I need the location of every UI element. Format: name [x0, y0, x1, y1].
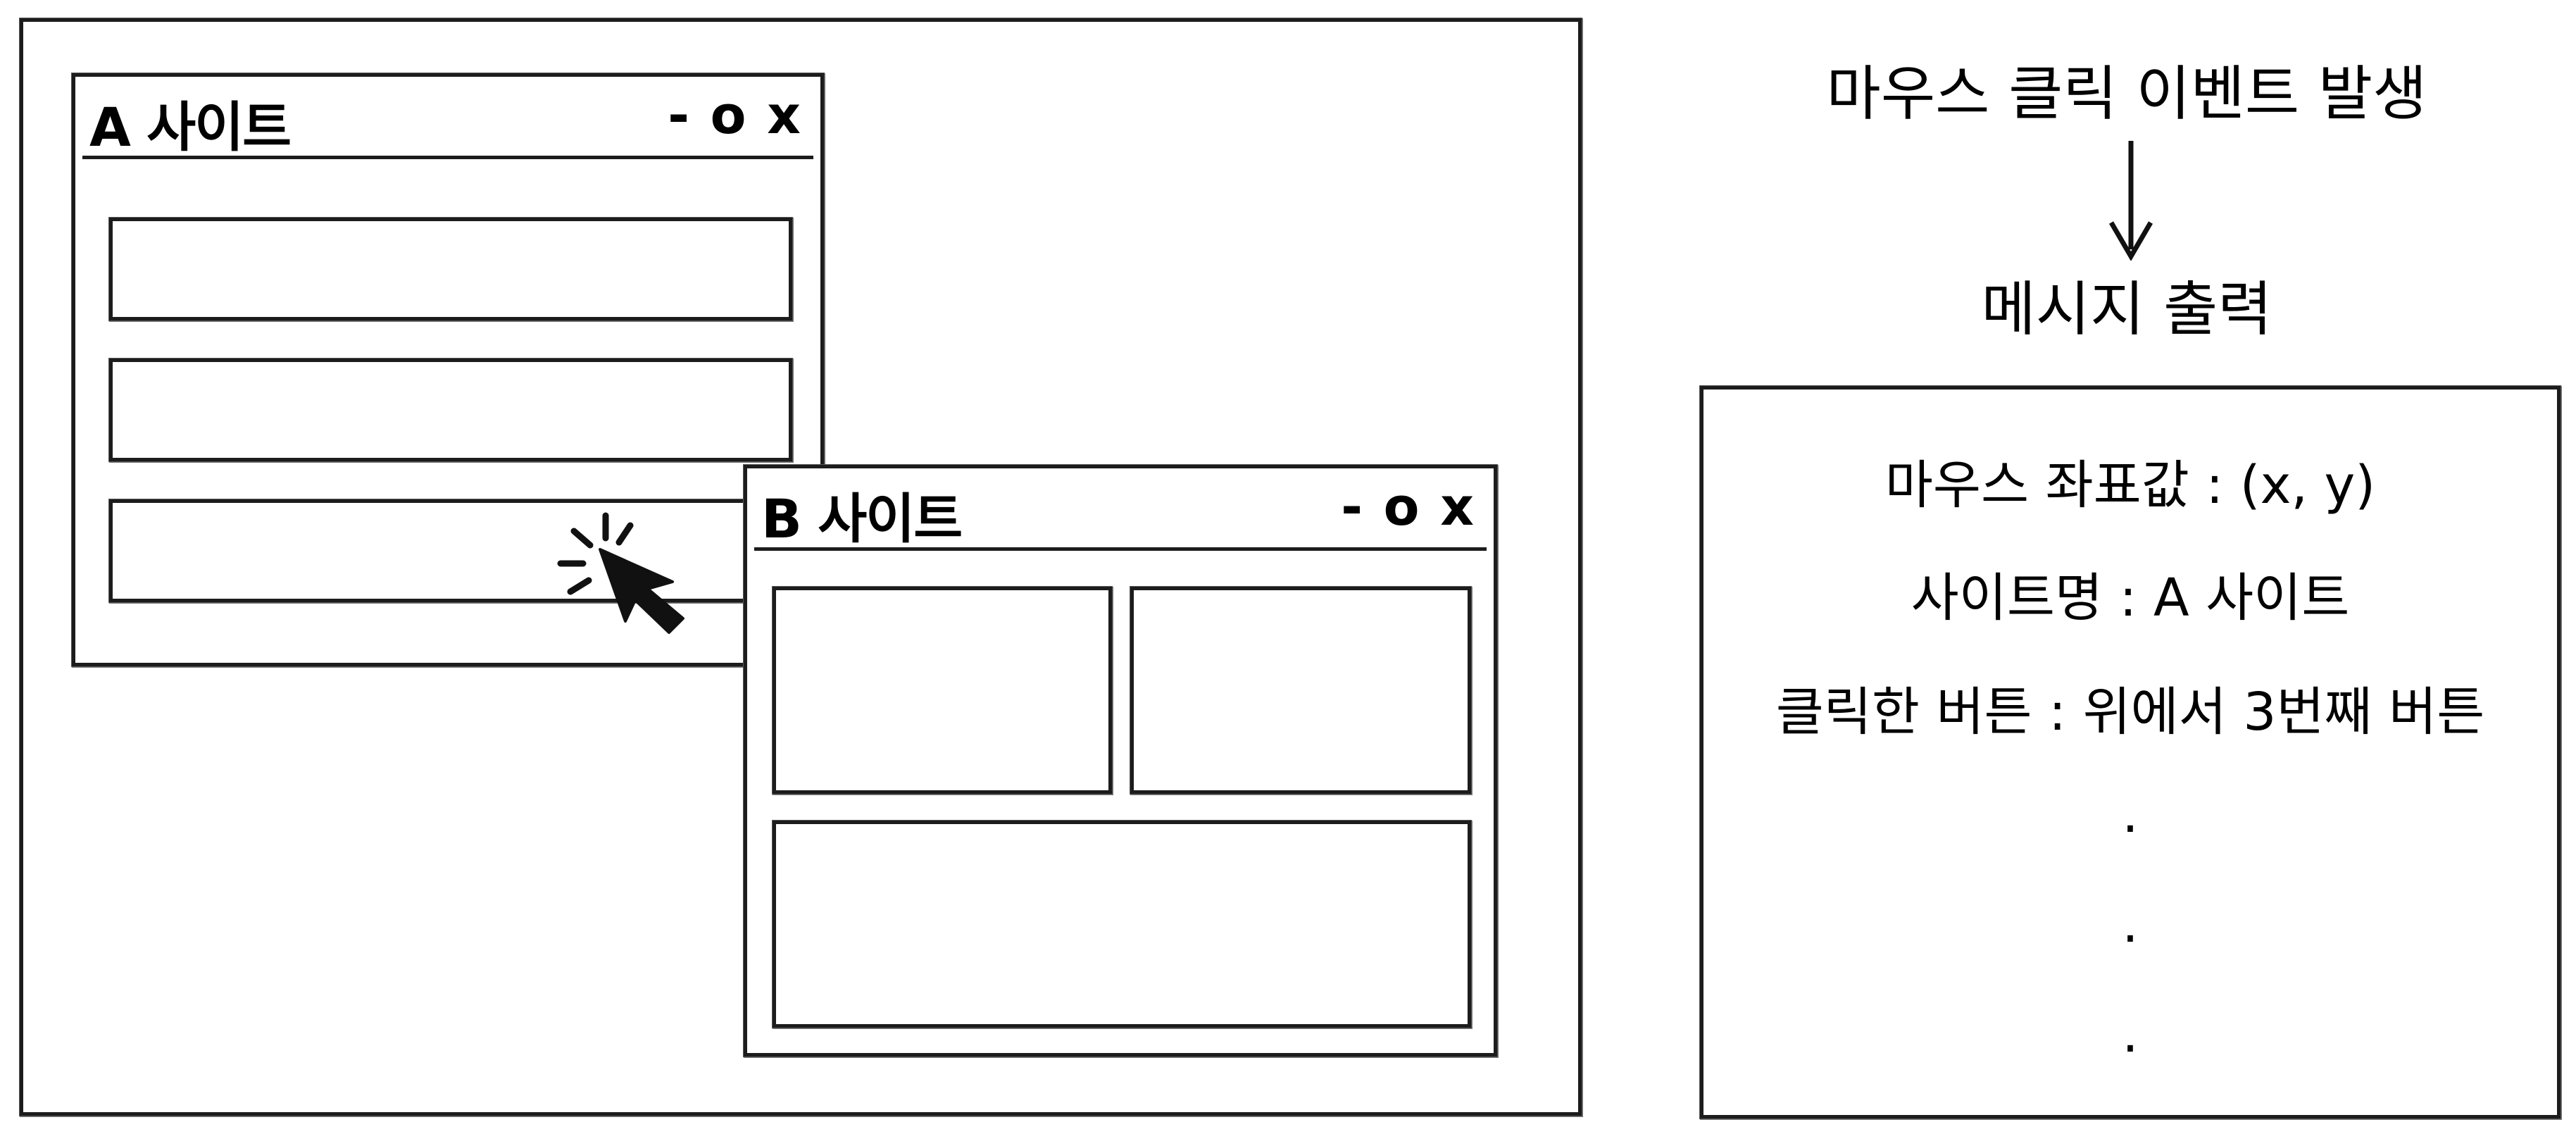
window-a-button-2[interactable] [109, 359, 792, 461]
window-b-panel-3[interactable] [773, 821, 1471, 1028]
window-b-title: B 사이트 [761, 487, 963, 550]
output-ellipsis-1: . [2122, 784, 2139, 845]
window-b-controls[interactable]: - o x [1341, 477, 1475, 537]
window-b-titlebar[interactable]: B 사이트 - o x [754, 468, 1487, 551]
output-line-coordinates: 마우스 좌표값 : (x, y) [1884, 455, 2376, 516]
window-a-titlebar[interactable]: A 사이트 - o x [82, 77, 813, 159]
window-b[interactable]: B 사이트 - o x [744, 465, 1497, 1057]
result-label: 메시지 출력 [1981, 275, 2272, 344]
window-b-panel-2[interactable] [1130, 587, 1471, 794]
output-line-site-name: 사이트명 : A 사이트 [1911, 568, 2350, 628]
window-b-panel-1[interactable] [773, 587, 1112, 794]
down-arrow-icon [2108, 141, 2153, 261]
output-ellipsis-3: . [2122, 1004, 2139, 1064]
output-ellipsis-2: . [2122, 894, 2139, 954]
window-a[interactable]: A 사이트 - o x [72, 73, 824, 666]
window-a-title: A 사이트 [89, 96, 292, 158]
message-output-box: 마우스 좌표값 : (x, y) 사이트명 : A 사이트 클릭한 버튼 : 위… [1700, 386, 2561, 1119]
event-label: 마우스 클릭 이벤트 발생 [1826, 59, 2427, 128]
window-a-button-1[interactable] [109, 218, 792, 320]
window-a-controls[interactable]: - o x [668, 85, 802, 146]
window-a-button-3[interactable] [109, 499, 792, 602]
click-cursor-icon [557, 512, 684, 634]
output-line-clicked-button: 클릭한 버튼 : 위에서 3번째 버튼 [1775, 682, 2485, 742]
